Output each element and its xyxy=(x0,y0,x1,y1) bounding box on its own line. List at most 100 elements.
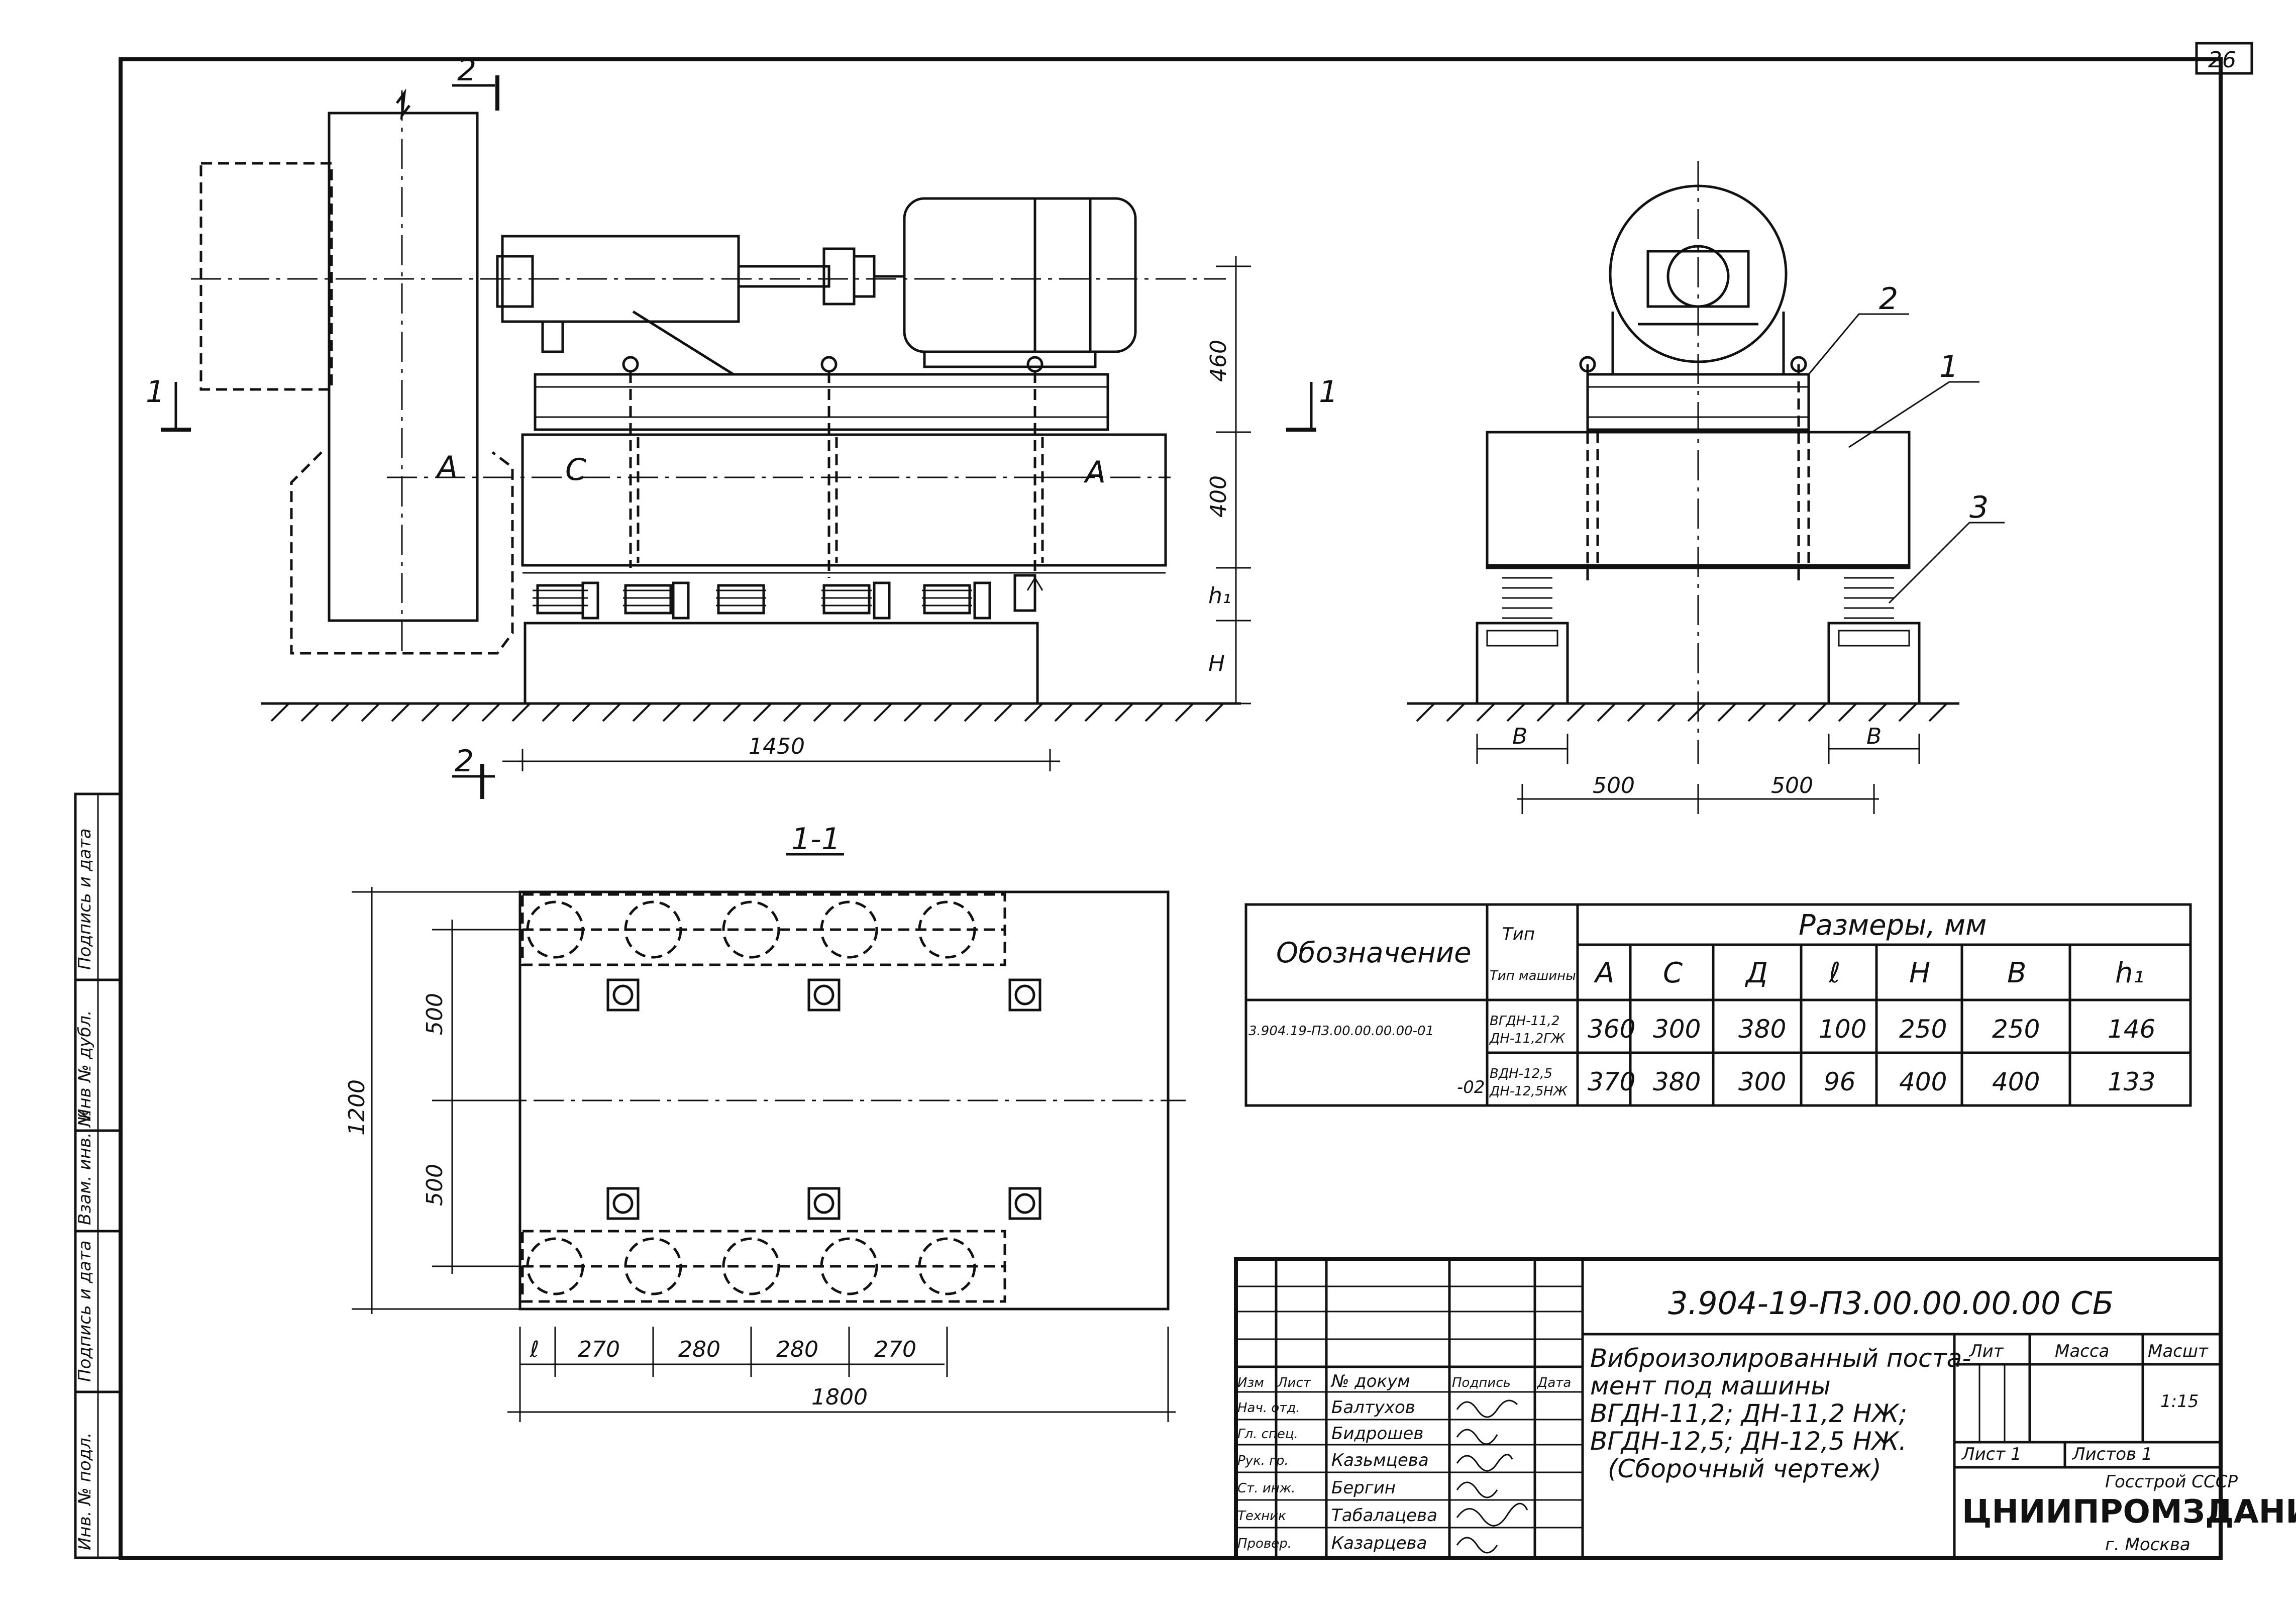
svg-text:Балтухов: Балтухов xyxy=(1331,1397,1415,1418)
plan-title: 1-1 xyxy=(791,822,841,857)
letter-a-right: A xyxy=(1083,455,1106,490)
svg-text:400: 400 xyxy=(1992,1067,2040,1096)
svg-text:Ст. инж.: Ст. инж. xyxy=(1237,1481,1295,1496)
svg-text:146: 146 xyxy=(2108,1015,2155,1044)
svg-text:3: 3 xyxy=(1969,490,1989,525)
svg-text:ВГДН-12,5; ДН-12,5 НЖ.: ВГДН-12,5; ДН-12,5 НЖ. xyxy=(1590,1427,1907,1456)
plan-section-1-1: 1-1 1200 500 500 xyxy=(344,822,1186,1422)
svg-text:Бергин: Бергин xyxy=(1331,1478,1396,1498)
svg-text:Д: Д xyxy=(1744,957,1768,989)
svg-text:Гл. спец.: Гл. спец. xyxy=(1237,1427,1298,1442)
svg-text:500: 500 xyxy=(1593,773,1635,798)
section-mark-2-top: 2 xyxy=(452,53,499,111)
svg-text:Листов 1: Листов 1 xyxy=(2071,1444,2152,1464)
table-header-type: Тип машины xyxy=(1490,968,1576,983)
svg-text:300: 300 xyxy=(1653,1015,1701,1044)
svg-text:B: B xyxy=(2007,957,2026,989)
svg-text:Табалацева: Табалацева xyxy=(1331,1505,1437,1526)
svg-text:ℓ: ℓ xyxy=(1828,957,1840,989)
letter-c: C xyxy=(565,452,586,487)
document-code: 3.904-19-П3.00.00.00.00 СБ xyxy=(1668,1285,2114,1322)
isolators-row xyxy=(533,574,1036,620)
svg-text:380: 380 xyxy=(1653,1067,1701,1096)
fan-casing-circle xyxy=(1609,184,1788,363)
stamp-box-1: Подпись и дата xyxy=(75,828,95,970)
svg-text:ВГДН-11,2: ВГДН-11,2 xyxy=(1490,1014,1559,1029)
svg-text:Лит: Лит xyxy=(1968,1341,2004,1361)
svg-text:Бидрошев: Бидрошев xyxy=(1331,1424,1423,1444)
svg-text:ВДН-12,5: ВДН-12,5 xyxy=(1490,1066,1552,1081)
svg-text:1:15: 1:15 xyxy=(2160,1391,2199,1412)
svg-text:(Сборочный чертеж): (Сборочный чертеж) xyxy=(1608,1454,1882,1483)
svg-text:ВГДН-11,2; ДН-11,2 НЖ;: ВГДН-11,2; ДН-11,2 НЖ; xyxy=(1590,1399,1907,1428)
svg-text:Лист: Лист xyxy=(1277,1375,1311,1390)
svg-text:370: 370 xyxy=(1588,1067,1635,1096)
svg-text:г. Москва: г. Москва xyxy=(2105,1535,2190,1555)
svg-text:C: C xyxy=(1663,957,1683,989)
svg-text:ДН-11,2ГЖ: ДН-11,2ГЖ xyxy=(1489,1031,1566,1046)
side-stamp-column: Подпись и дата Инв № дубл. Взам. инв. № … xyxy=(74,792,122,1559)
svg-text:Масшт: Масшт xyxy=(2148,1341,2209,1361)
vertical-dimensions: 460 400 h₁ H xyxy=(1206,256,1251,705)
svg-text:Госстрой СССР: Госстрой СССР xyxy=(2105,1472,2238,1492)
svg-text:500: 500 xyxy=(422,993,448,1035)
svg-text:№ докум: № докум xyxy=(1330,1371,1410,1391)
fan-housing xyxy=(328,112,479,622)
svg-text:Казьмцева: Казьмцева xyxy=(1331,1450,1429,1470)
svg-text:280: 280 xyxy=(678,1337,720,1362)
svg-text:A: A xyxy=(1594,957,1614,989)
section-mark-2-bottom: 2 xyxy=(452,744,495,799)
svg-text:B: B xyxy=(1512,724,1527,749)
svg-text:250: 250 xyxy=(1992,1015,2040,1044)
svg-text:Изм: Изм xyxy=(1237,1375,1264,1390)
svg-text:Лист 1: Лист 1 xyxy=(1961,1444,2022,1464)
svg-text:2: 2 xyxy=(457,53,476,88)
svg-text:1800: 1800 xyxy=(811,1384,868,1410)
svg-text:500: 500 xyxy=(422,1164,448,1206)
svg-text:Подпись: Подпись xyxy=(1452,1375,1511,1390)
stamp-box-4: Подпись и дата xyxy=(75,1240,95,1382)
svg-text:380: 380 xyxy=(1738,1015,1786,1044)
letter-a-left: A xyxy=(435,450,458,485)
svg-text:400: 400 xyxy=(1206,475,1231,518)
svg-text:250: 250 xyxy=(1899,1015,1947,1044)
table-header-type-1: Тип xyxy=(1502,924,1535,944)
svg-text:мент под машины: мент под машины xyxy=(1590,1371,1831,1400)
svg-text:460: 460 xyxy=(1206,340,1231,382)
svg-text:360: 360 xyxy=(1588,1015,1635,1044)
svg-text:h₁: h₁ xyxy=(2115,957,2144,989)
side-elevation-view: 2 1 3 B B 500 500 xyxy=(1407,161,2005,814)
svg-text:1200: 1200 xyxy=(344,1079,370,1136)
stamp-box-3: Взам. инв. № xyxy=(75,1109,95,1225)
stamp-box-2: Инв № дубл. xyxy=(75,1010,95,1122)
section-mark-1-left: 1 xyxy=(146,374,191,432)
foundation-slab xyxy=(524,622,1039,705)
concrete-block xyxy=(521,433,1167,567)
svg-text:1: 1 xyxy=(1939,349,1958,384)
electric-motor xyxy=(903,197,1137,353)
page-number: 26 xyxy=(2208,47,2236,73)
svg-text:Дата: Дата xyxy=(1537,1375,1571,1390)
svg-text:3.904.19-П3.00.00.00.00-01: 3.904.19-П3.00.00.00.00-01 xyxy=(1248,1024,1434,1039)
svg-text:ЦНИИПРОМЗДАНИЙ: ЦНИИПРОМЗДАНИЙ xyxy=(1962,1492,2296,1531)
svg-text:Провер.: Провер. xyxy=(1237,1536,1292,1551)
table-header-sizes: Размеры, мм xyxy=(1799,909,1987,942)
svg-text:Виброизолированный поста-: Виброизолированный поста- xyxy=(1590,1344,1971,1373)
svg-text:H: H xyxy=(1909,957,1930,989)
fan-support xyxy=(290,451,514,655)
pedestal-left xyxy=(1476,622,1569,705)
svg-text:400: 400 xyxy=(1899,1067,1947,1096)
svg-text:133: 133 xyxy=(2108,1067,2155,1096)
svg-text:280: 280 xyxy=(776,1337,818,1362)
svg-text:Рук. гр.: Рук. гр. xyxy=(1237,1453,1289,1468)
svg-text:2: 2 xyxy=(1879,281,1898,317)
svg-text:ДН-12,5НЖ: ДН-12,5НЖ xyxy=(1489,1084,1568,1099)
svg-text:B: B xyxy=(1866,724,1882,749)
svg-text:100: 100 xyxy=(1819,1015,1866,1044)
svg-text:Нач. отд.: Нач. отд. xyxy=(1237,1400,1300,1416)
svg-text:96: 96 xyxy=(1824,1067,1856,1096)
front-elevation-view: A C A 2 2 1 1 xyxy=(146,53,1338,799)
svg-text:ℓ: ℓ xyxy=(530,1337,539,1362)
svg-text:1: 1 xyxy=(1319,374,1338,410)
